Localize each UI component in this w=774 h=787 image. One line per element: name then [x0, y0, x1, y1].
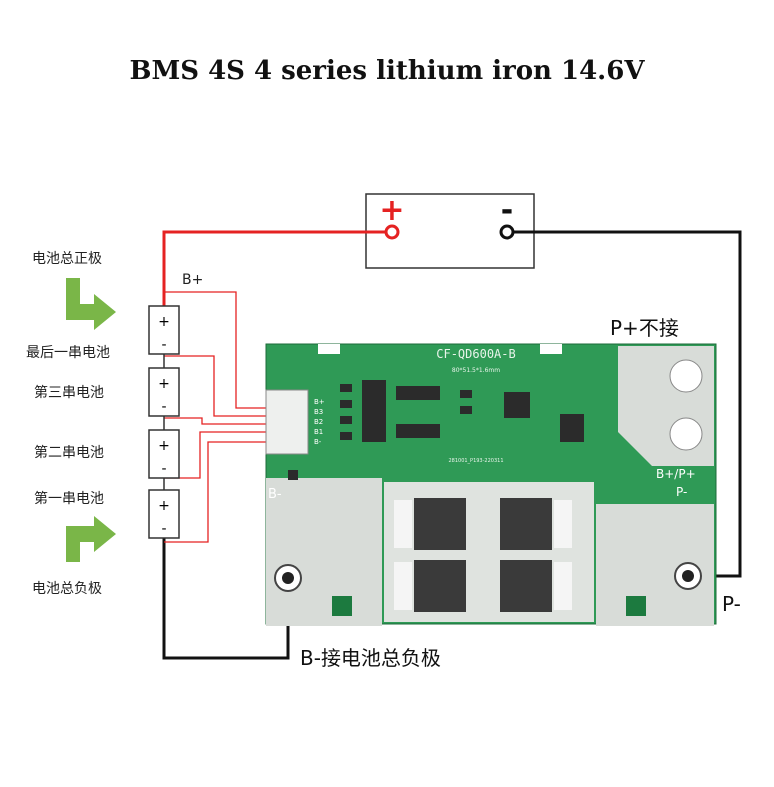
- b-minus-note: B-接电池总负极: [300, 646, 441, 670]
- cell-group: + - + - + - + -: [148, 305, 180, 539]
- pin-b2: B2: [314, 418, 323, 426]
- cell-4-plus: +: [158, 498, 170, 514]
- cell-3-label: 第二串电池: [34, 445, 104, 461]
- pack-negative-label: 电池总负极: [32, 581, 102, 597]
- p-minus-label: P-: [722, 592, 741, 616]
- cell-4-minus: -: [161, 521, 166, 537]
- pad-b-minus-label: B-: [268, 487, 282, 502]
- cell-1-minus: -: [161, 337, 166, 353]
- page-title: BMS 4S 4 series lithium iron 14.6V: [129, 56, 645, 86]
- board-dims: 80*51.5*1.6mm: [452, 367, 500, 374]
- load-plus-sign: +: [379, 193, 404, 228]
- balance-connector: [265, 389, 309, 455]
- cell-3-minus: -: [161, 461, 166, 477]
- p-plus-note: P+不接: [610, 316, 679, 340]
- board-serial: 281001_P193-220311: [448, 458, 503, 464]
- pin-b3: B3: [314, 408, 323, 416]
- pack-positive-label: 电池总正极: [32, 251, 102, 267]
- b-plus-label: B+: [182, 272, 204, 288]
- main-positive-wire: [162, 230, 386, 306]
- arrow-down-right-icon: [66, 278, 116, 330]
- pin-b1: B1: [314, 428, 323, 436]
- cell-4-label: 第一串电池: [34, 491, 104, 507]
- pad-bp-pp-label: B+/P+: [656, 467, 696, 481]
- plated-pad-left: [266, 478, 382, 626]
- plated-pad-right: [596, 504, 714, 626]
- cell-3-plus: +: [158, 438, 170, 454]
- cell-1-plus: +: [158, 314, 170, 330]
- load-negative-terminal: [499, 224, 515, 240]
- pad-p-minus-label: P-: [676, 485, 687, 499]
- mosfets: [414, 498, 552, 612]
- pcb-board: CF-QD600A-B 80*51.5*1.6mm 281001_P193-22…: [265, 343, 717, 626]
- cell-2-label: 第三串电池: [34, 385, 104, 401]
- cell-3-body: [148, 429, 180, 479]
- pin-b-plus: B+: [314, 398, 325, 406]
- load-minus-sign: -: [501, 193, 513, 228]
- cell-4-body: [148, 489, 180, 539]
- cell-2-body: [148, 367, 180, 417]
- load-positive-terminal: [384, 224, 400, 240]
- cell-2-plus: +: [158, 376, 170, 392]
- board-model: CF-QD600A-B: [436, 347, 515, 361]
- balance-wires: [164, 291, 270, 543]
- p-minus-wire: [513, 230, 742, 578]
- pin-b-minus: B-: [314, 438, 322, 446]
- cell-1-label: 最后一串电池: [26, 345, 110, 361]
- cell-2-minus: -: [161, 399, 166, 415]
- arrow-up-right-icon: [66, 516, 116, 562]
